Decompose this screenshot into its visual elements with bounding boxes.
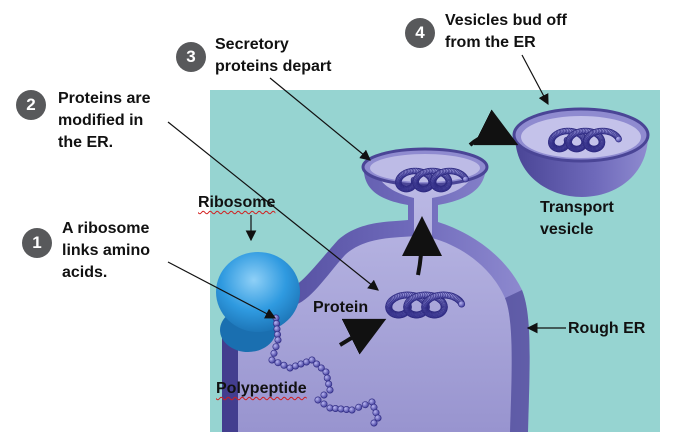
vesicle-protein-bead: [462, 175, 469, 183]
rough-er-label: Rough ER: [568, 320, 646, 337]
polypeptide-bead: [320, 391, 328, 399]
transport-protein-coil: [548, 127, 622, 153]
polypeptide-bead: [320, 400, 328, 408]
flow-arrow-up: [401, 216, 442, 276]
polypeptide-bead: [317, 364, 325, 372]
step-1-badge: 1: [22, 228, 52, 258]
polypeptide-bead: [322, 368, 330, 376]
step-4-badge: 4: [405, 18, 435, 48]
polypeptide-chain: [268, 314, 382, 427]
leader-step1: [167, 261, 277, 319]
polypeptide-bead: [355, 403, 363, 411]
polypeptide-bead: [323, 374, 331, 382]
step-3-badge: 3: [176, 42, 206, 72]
protein-label: Protein: [313, 299, 369, 316]
leader-step4: [521, 54, 549, 106]
polypeptide-bead: [274, 336, 282, 344]
polypeptide-bead: [270, 349, 278, 357]
flow-arrow-to-protein: [338, 318, 387, 355]
ribosome-large-subunit: [216, 252, 300, 332]
step-3-text: Secretory proteins depart: [215, 36, 332, 75]
polypeptide-bead: [361, 401, 369, 409]
polypeptide-bead: [314, 396, 322, 404]
ribosome-label: Ribosome: [198, 194, 276, 211]
polypeptide-bead: [274, 359, 282, 367]
polypeptide-label: Polypeptide: [216, 380, 307, 397]
polypeptide-bead: [268, 356, 276, 364]
flow-arrow-to-vesicle: [468, 109, 519, 147]
transport-protein-bead: [615, 135, 622, 143]
polypeptide-bead: [325, 380, 333, 388]
transport-vesicle-label: Transport vesicle: [540, 199, 614, 238]
polypeptide-bead: [326, 386, 334, 394]
step-1-text: A ribosome links amino acids.: [62, 220, 151, 281]
polypeptide-bead: [313, 360, 321, 368]
step-4-text: Vesicles bud off from the ER: [445, 12, 567, 51]
polypeptide-bead: [348, 406, 356, 414]
polypeptide-bead: [280, 361, 288, 369]
step-2-badge: 2: [16, 90, 46, 120]
er-lumen: [238, 170, 512, 432]
protein-coil: [385, 291, 466, 319]
polypeptide-bead: [370, 419, 378, 427]
protein-bead: [458, 300, 466, 308]
leader-step2: [167, 121, 379, 291]
leader-step3: [269, 77, 371, 161]
vesicle-protein-coil: [395, 167, 469, 193]
polypeptide-bead: [308, 356, 316, 364]
polypeptide-bead: [374, 414, 382, 422]
step-2-text: Proteins are modified in the ER.: [58, 90, 151, 151]
polypeptide-bead: [272, 343, 280, 351]
